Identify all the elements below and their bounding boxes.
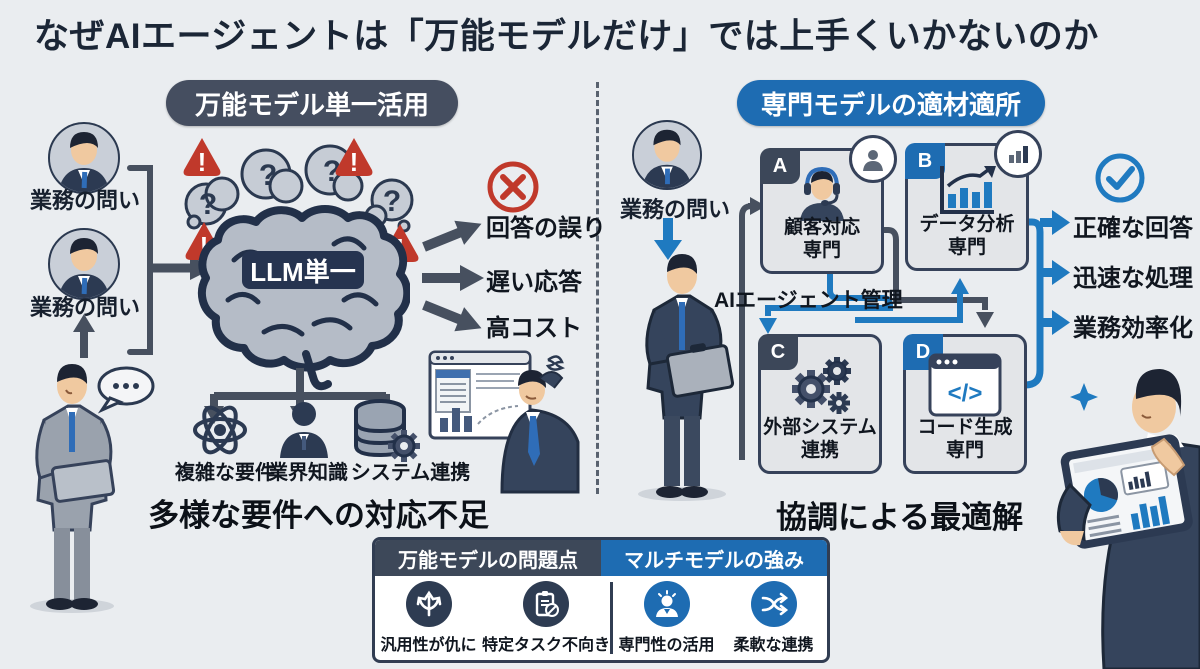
agent-card-data-analysis: B データ分析専門 [905, 130, 1042, 271]
svg-text:!: ! [350, 147, 359, 177]
comparison-table-body: 汎用性が仇に 特定タスク不向き [375, 576, 827, 660]
left-output-arrows [422, 220, 484, 332]
right-section-badge: 専門モデルの適材適所 [737, 80, 1045, 126]
comparison-item: 柔軟な連携 [720, 576, 827, 660]
speech-bubble-icon [97, 366, 155, 414]
svg-text:?: ? [259, 159, 277, 192]
requirement-label-1: 複雑な要件 [175, 462, 275, 484]
person-idea-icon [643, 581, 690, 627]
agent-card-customer-support: A 顧客対応専門 [760, 135, 897, 274]
question-mark: ? [199, 188, 217, 221]
svg-text:?: ? [323, 155, 341, 188]
agent-connector-arrows [739, 197, 1070, 460]
comparison-item: 専門性の活用 [613, 576, 720, 660]
x-circle-icon [487, 161, 539, 213]
user-avatar-icon [632, 120, 702, 190]
worried-worker-illustration [30, 364, 116, 613]
agent-card-code-generation: D </> コード生成専門 [903, 334, 1027, 474]
comparison-table-header: 万能モデルの問題点 マルチモデルの強み [375, 540, 827, 576]
manager-label: AIエージェント管理 [714, 289, 903, 312]
agent-key-badge: B [905, 143, 945, 179]
table-column-divider [610, 582, 614, 654]
section-divider [596, 82, 599, 494]
svg-text:</>: </> [948, 380, 983, 407]
right-output-1: 正確な回答 [1073, 215, 1193, 242]
comparison-item: 汎用性が仇に [375, 576, 482, 660]
agent-card-label: データ分析専門 [919, 214, 1015, 259]
requirement-label-2: 業界知識 [268, 462, 348, 484]
comparison-item: 特定タスク不向き [482, 576, 610, 660]
database-gear-icon [354, 399, 420, 462]
left-output-3: 高コスト [486, 315, 582, 342]
comparison-table: 万能モデルの問題点 マルチモデルの強み 汎用性が仇に [372, 537, 830, 663]
headset-agent-icon [800, 166, 844, 221]
check-circle-icon [1095, 153, 1145, 203]
agent-key-badge: C [758, 334, 798, 370]
right-output-3: 業務効率化 [1073, 315, 1193, 342]
person-circle-icon [849, 135, 897, 183]
comparison-item-label: 特定タスク不向き [482, 637, 611, 654]
tablet-analyst-illustration [1056, 369, 1200, 669]
comparison-item-label: 専門性の活用 [618, 637, 715, 654]
user-avatar-icon [48, 122, 120, 194]
agent-key-badge: A [760, 148, 800, 184]
comparison-item-label: 汎用性が仇に [380, 637, 477, 654]
agent-card-label: 外部システム連携 [763, 417, 877, 462]
gears-icon [792, 357, 851, 414]
left-section-badge: 万能モデル単一活用 [166, 80, 458, 126]
svg-text:!: ! [198, 147, 207, 177]
page-title: なぜAIエージェントは「万能モデルだけ」では上手くいかないのか [34, 17, 1099, 56]
clipboard-block-icon [523, 581, 569, 627]
agent-card-label: 顧客対応専門 [783, 217, 860, 262]
problems-header: 万能モデルの問題点 [375, 540, 601, 576]
ai-agent-manager-illustration [638, 254, 735, 501]
blue-down-arrow [654, 218, 682, 260]
growth-chart-icon [940, 166, 996, 214]
left-summary: 多様な要件への対応不足 [148, 498, 489, 533]
right-output-2: 迅速な処理 [1073, 265, 1193, 292]
agent-card-label: コード生成専門 [917, 417, 1013, 462]
brain-illustration [197, 205, 410, 391]
code-window-icon: </> [928, 353, 1002, 417]
diverging-arrows-icon [405, 581, 452, 627]
thought-clouds: ? ? ? ? [184, 144, 414, 233]
requirement-label-3: システム連携 [350, 462, 471, 484]
llm-model-label: LLM単一 [242, 251, 364, 289]
left-output-1: 回答の誤り [486, 215, 606, 242]
shuffle-arrows-icon [750, 581, 797, 627]
strengths-header: マルチモデルの強み [601, 540, 827, 576]
left-input-label-1: 業務の問い [30, 188, 141, 213]
right-input-label: 業務の問い [620, 197, 731, 222]
dashboard-confused-illustration [428, 350, 580, 494]
bar-chart-circle-icon [994, 130, 1042, 178]
atom-icon [193, 405, 247, 455]
business-person-icon [280, 402, 328, 458]
agent-card-external-systems: C 外部システム連携 [758, 334, 882, 474]
comparison-item-label: 柔軟な連携 [733, 637, 814, 654]
right-summary: 協調による最適解 [776, 500, 1024, 535]
user-avatar-icon [48, 228, 120, 300]
svg-text:!: ! [200, 231, 209, 261]
left-output-2: 遅い応答 [486, 269, 582, 296]
svg-text:?: ? [383, 185, 401, 218]
